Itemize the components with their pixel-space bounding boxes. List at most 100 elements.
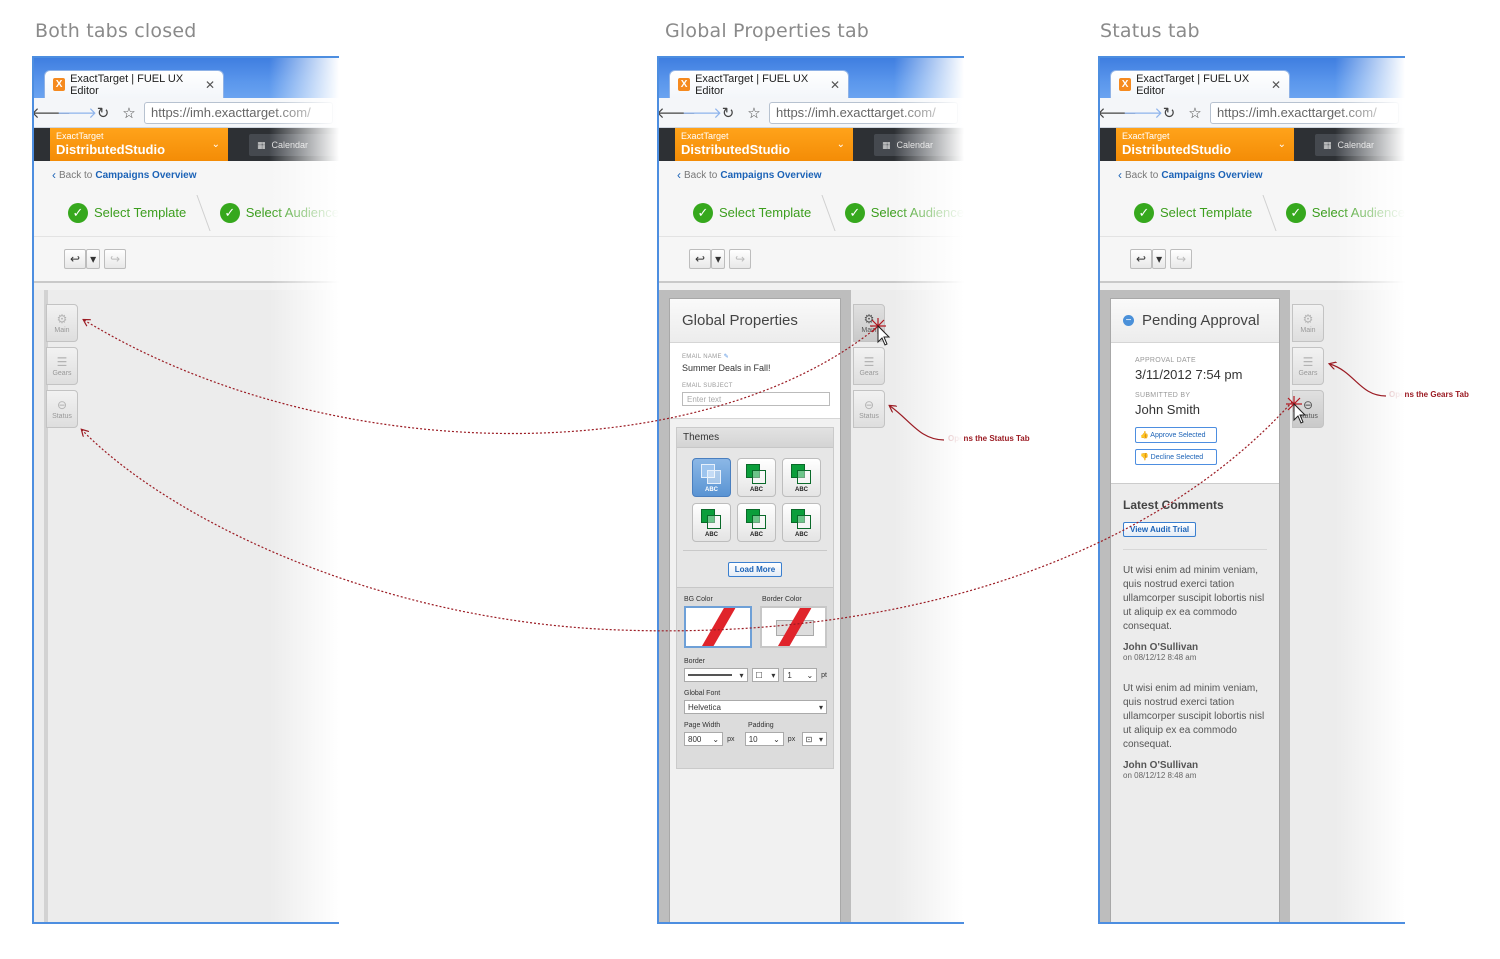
app-switcher[interactable]: ExactTarget DistributedStudio ⌄ [1116, 128, 1294, 161]
minus-circle-icon: ⊖ [863, 397, 875, 412]
border-color-swatch[interactable] [759, 606, 827, 648]
back-arrow-icon[interactable]: 🡐 [32, 105, 72, 122]
star-icon[interactable]: ☆ [1188, 104, 1202, 122]
page-width-select[interactable]: 800⌄ [684, 732, 724, 746]
undo-button[interactable]: ↩ [689, 249, 712, 269]
redo-button[interactable]: ↪ [729, 249, 752, 269]
padding-select[interactable]: 10⌄ [744, 732, 784, 746]
side-tab-main[interactable]: ⚙Main [1292, 304, 1324, 342]
side-tab-main[interactable]: ⚙Main [46, 304, 78, 342]
undo-dropdown[interactable]: ▾ [711, 249, 726, 269]
url-bar[interactable]: https://imh.exacttarget.com/ [1210, 101, 1399, 124]
theme-option[interactable]: ABC [692, 458, 731, 497]
padding-sides-select[interactable]: ⊡▾ [801, 732, 827, 746]
side-tab-label: Main [861, 326, 877, 334]
list-icon: ☰ [863, 354, 875, 369]
theme-option[interactable]: ABC [782, 503, 821, 542]
chevron-left-icon: ‹ [52, 168, 56, 182]
app-switcher[interactable]: ExactTarget DistributedStudio ⌄ [50, 128, 228, 161]
browser-tab[interactable]: X ExactTarget | FUEL UX Editor ✕ [669, 70, 849, 98]
forward-arrow-icon[interactable]: 🡒 [56, 105, 98, 122]
theme-option[interactable]: ABC [692, 503, 731, 542]
browser-tab[interactable]: X ExactTarget | FUEL UX Editor ✕ [44, 70, 224, 98]
side-tab-status[interactable]: ⊖Status [853, 390, 885, 428]
undo-button[interactable]: ↩ [1130, 249, 1153, 269]
step-select-audience[interactable]: ✓ Select Audience [1285, 202, 1405, 223]
border-sides-select[interactable]: ☐▾ [751, 668, 780, 682]
side-tab-gears[interactable]: ☰Gears [1292, 347, 1324, 385]
minus-circle-icon: ⊖ [1302, 397, 1314, 412]
decline-selected-button[interactable]: 👎 Decline Selected [1135, 449, 1217, 465]
undo-dropdown[interactable]: ▾ [86, 249, 101, 269]
side-tab-label: Gears [859, 369, 879, 377]
theme-option[interactable]: ABC [737, 503, 776, 542]
side-tab-status[interactable]: ⊖Status [1292, 390, 1324, 428]
minus-circle-icon: ⊖ [56, 397, 68, 412]
star-icon[interactable]: ☆ [122, 104, 136, 122]
campaigns-overview-link[interactable]: Campaigns Overview [1161, 169, 1263, 181]
campaigns-overview-link[interactable]: Campaigns Overview [95, 169, 197, 181]
theme-option[interactable]: ABC [737, 458, 776, 497]
redo-button[interactable]: ↪ [104, 249, 127, 269]
global-font-select[interactable]: Helvetica▾ [684, 700, 827, 714]
check-icon: ✓ [1134, 202, 1154, 223]
square-icon: ☐ [755, 670, 763, 680]
style-properties: BG Color Border Color Border ▾ ☐▾ 1⌄ pt [677, 587, 833, 768]
step-select-template[interactable]: ✓ Select Template [1134, 202, 1253, 223]
check-icon: ✓ [1285, 202, 1306, 223]
theme-option[interactable]: ABC [782, 458, 821, 497]
side-tab-gears[interactable]: ☰Gears [46, 347, 78, 385]
undo-button[interactable]: ↩ [64, 249, 87, 269]
step-label: Select Template [1160, 205, 1253, 220]
browser-tab[interactable]: X ExactTarget | FUEL UX Editor ✕ [1110, 70, 1290, 98]
chevron-down-icon: ⌄ [806, 670, 814, 680]
calendar-button[interactable]: ▦Calendar [249, 134, 339, 156]
app-switcher[interactable]: ExactTarget DistributedStudio ⌄ [675, 128, 853, 161]
step-select-template[interactable]: ✓Select Template [68, 202, 186, 223]
back-arrow-icon[interactable]: 🡐 [1098, 105, 1138, 122]
reload-icon[interactable]: ↻ [1162, 104, 1176, 122]
calendar-button[interactable]: ▦Calendar [1315, 134, 1405, 156]
step-select-audience[interactable]: ✓Select Audience [219, 202, 339, 223]
padding-unit: px [787, 735, 796, 743]
padding-label: Padding [748, 722, 774, 729]
campaigns-overview-link[interactable]: Campaigns Overview [720, 169, 822, 181]
email-subject-input[interactable]: Enter text [682, 392, 830, 406]
exacttarget-favicon: X [1119, 78, 1132, 91]
undo-dropdown[interactable]: ▾ [1152, 249, 1167, 269]
reload-icon[interactable]: ↻ [721, 104, 735, 122]
step-select-audience[interactable]: ✓Select Audience [844, 202, 964, 223]
side-tab-gears[interactable]: ☰Gears [853, 347, 885, 385]
back-arrow-icon[interactable]: 🡐 [657, 105, 697, 122]
step-divider [1257, 194, 1277, 231]
view-audit-trail-button[interactable]: View Audit Trial [1123, 522, 1197, 537]
redo-button[interactable]: ↪ [1170, 249, 1193, 269]
reload-icon[interactable]: ↻ [96, 104, 110, 122]
url-bar[interactable]: https://imh.exacttarget.com/ [769, 101, 958, 124]
side-tab-main[interactable]: ⚙Main [853, 304, 885, 342]
border-style-select[interactable]: ▾ [684, 668, 748, 682]
approve-selected-button[interactable]: 👍 Approve Selected [1135, 427, 1217, 443]
caret-down-icon: ▾ [715, 252, 722, 266]
forward-arrow-icon[interactable]: 🡒 [681, 105, 723, 122]
calendar-button[interactable]: ▦Calendar [874, 134, 964, 156]
redo-icon: ↪ [110, 252, 121, 266]
list-icon: ☰ [1302, 354, 1314, 369]
load-more-button[interactable]: Load More [727, 562, 783, 577]
border-width-select[interactable]: 1⌄ [783, 668, 818, 682]
email-name-value[interactable]: Summer Deals in Fall! [682, 363, 771, 373]
close-icon[interactable]: ✕ [204, 77, 215, 92]
star-icon[interactable]: ☆ [747, 104, 761, 122]
load-more-row: Load More [677, 551, 833, 587]
bg-color-swatch[interactable] [684, 606, 752, 648]
step-select-template[interactable]: ✓Select Template [693, 202, 811, 223]
forward-arrow-icon[interactable]: 🡒 [1122, 105, 1164, 122]
pencil-icon[interactable]: ✎ [723, 354, 730, 360]
page-width-value: 800 [688, 734, 702, 744]
close-icon[interactable]: ✕ [1270, 77, 1281, 92]
side-tab-label: Status [1298, 412, 1318, 420]
step-label: Select Audience [1311, 205, 1405, 220]
close-icon[interactable]: ✕ [829, 77, 840, 92]
url-bar[interactable]: https://imh.exacttarget.com/ [144, 101, 333, 124]
side-tab-status[interactable]: ⊖Status [46, 390, 78, 428]
